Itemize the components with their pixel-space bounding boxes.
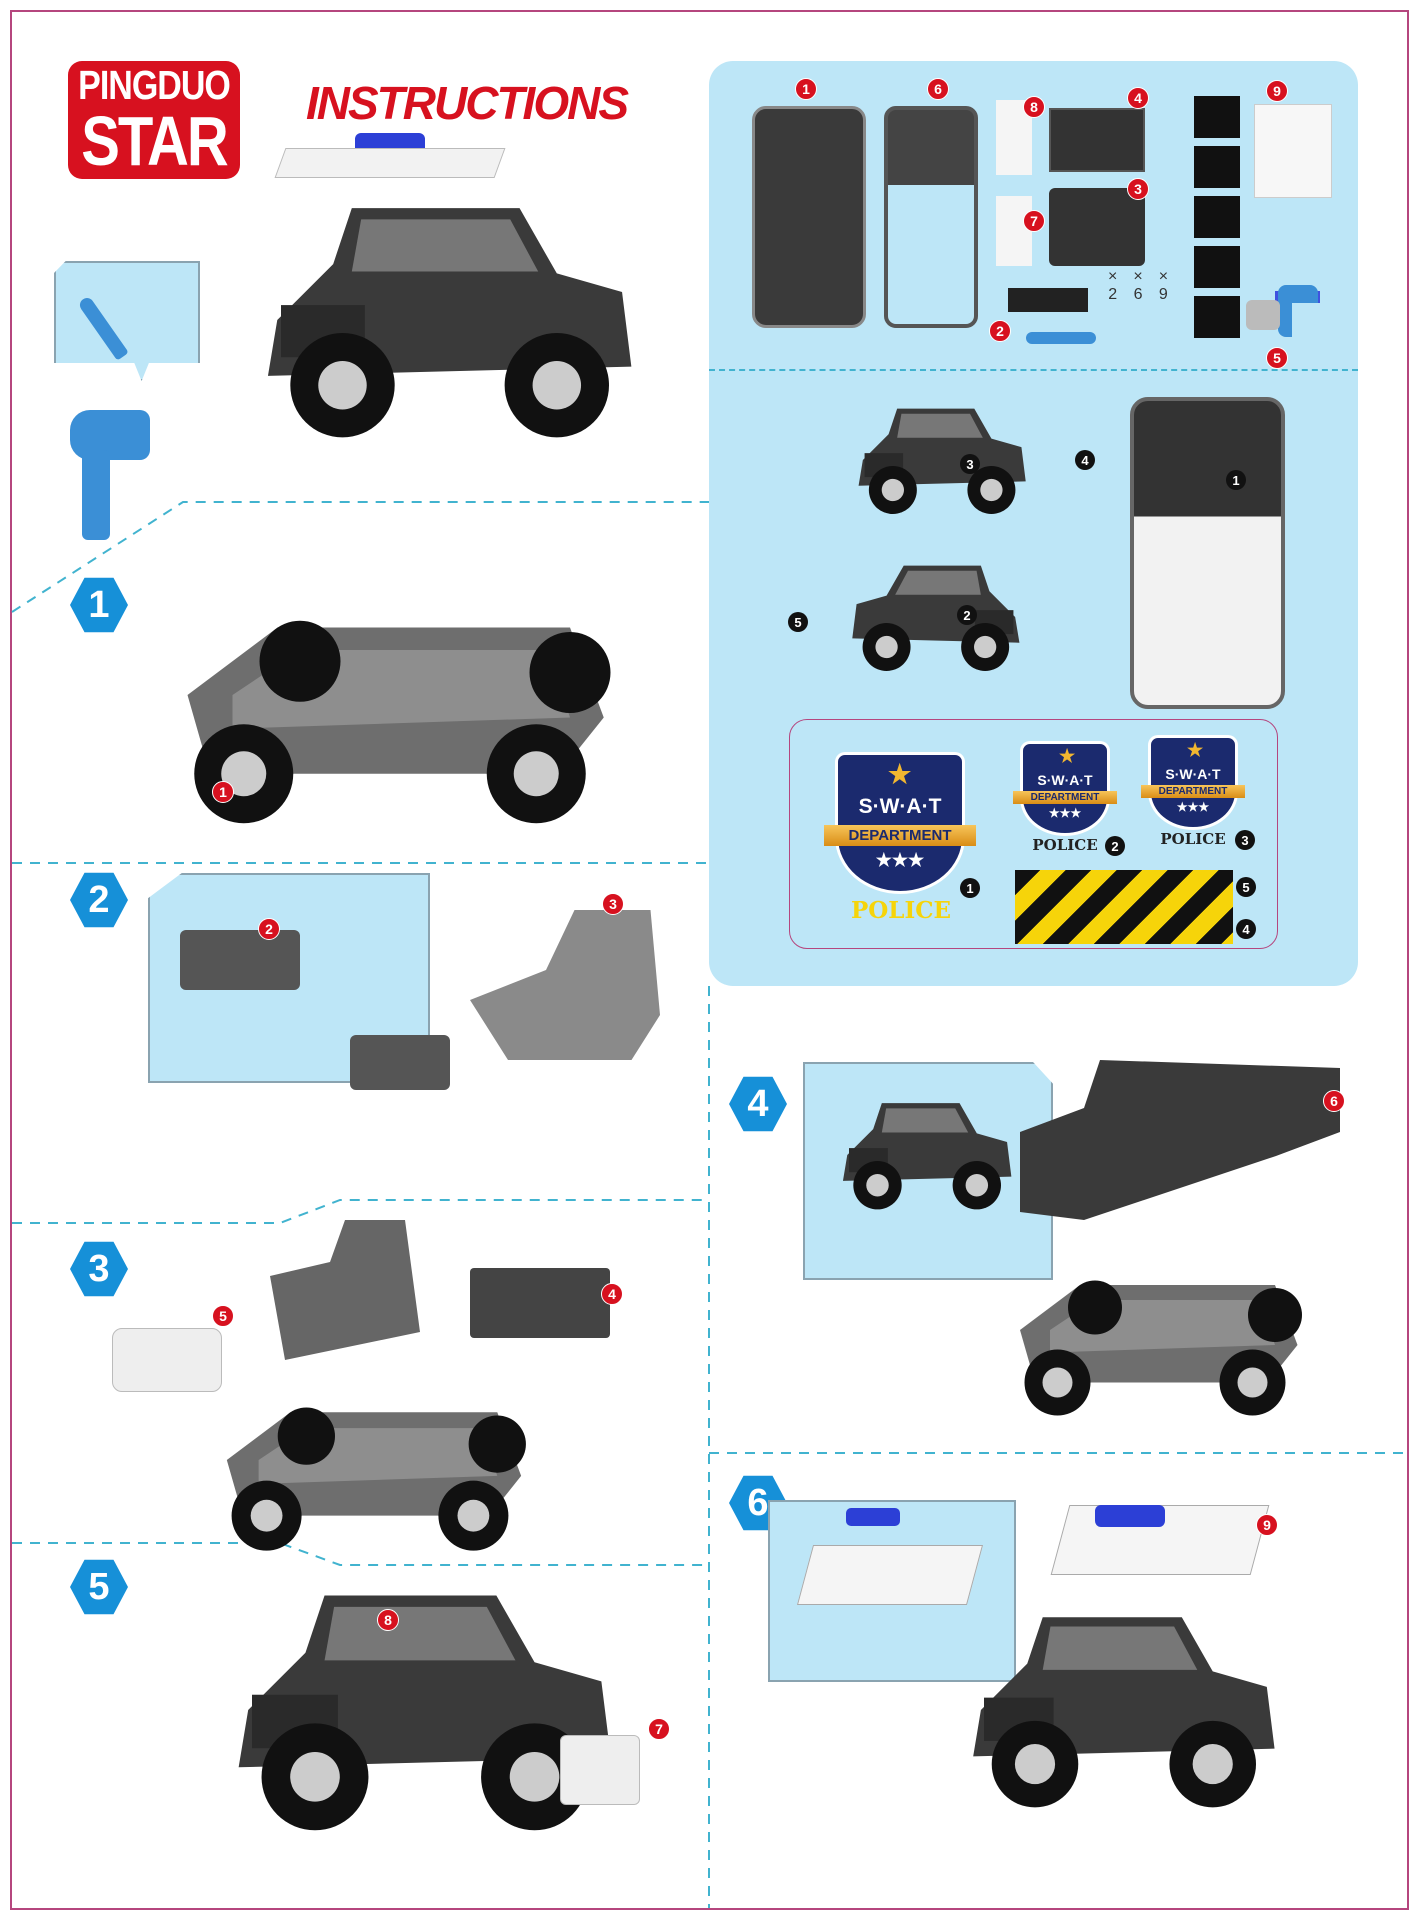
step-5-jeep xyxy=(210,1570,630,1850)
qty-9: ×9 xyxy=(1158,268,1169,303)
panel-divider xyxy=(709,369,1358,371)
step-3-dashboard xyxy=(470,1268,610,1338)
sticker-1-department: DEPARTMENT xyxy=(824,825,976,846)
screw-quantities: ×2 ×6 ×9 xyxy=(1108,268,1168,303)
part-door-7 xyxy=(996,196,1032,266)
qty-2: ×2 xyxy=(1108,268,1118,303)
qty-6: ×6 xyxy=(1133,268,1143,303)
part-bracket xyxy=(1008,288,1088,312)
sticker-2-swat: S·W·A·T xyxy=(1037,772,1093,788)
part-wheels xyxy=(1194,96,1240,342)
step-6-jeep xyxy=(950,1580,1290,1840)
sticker-3-badge: ★ S·W·A·T DEPARTMENT ★★★ xyxy=(1141,735,1245,830)
sticker-1-badge: ★ S·W·A·T DEPARTMENT ★★★ xyxy=(824,752,976,894)
part-number-3: 3 xyxy=(1127,178,1149,200)
step-5-part-7: 7 xyxy=(648,1718,670,1740)
part-number-7: 7 xyxy=(1023,210,1045,232)
preview-label-1: 1 xyxy=(1226,470,1246,490)
sticker-number-2: 2 xyxy=(1105,836,1125,856)
step-2-part-3: 3 xyxy=(602,893,624,915)
step-1-part-1: 1 xyxy=(212,781,234,803)
star-icon: ★ xyxy=(1059,746,1076,766)
tool-callout xyxy=(54,261,200,381)
part-number-5: 5 xyxy=(1266,347,1288,369)
sticker-2-badge: ★ S·W·A·T DEPARTMENT ★★★ xyxy=(1013,741,1117,836)
part-number-9: 9 xyxy=(1266,80,1288,102)
part-drill xyxy=(1278,285,1318,337)
sticker-2-police: POLICE xyxy=(1032,836,1098,854)
sticker-number-1: 1 xyxy=(960,878,980,898)
drill-handle-icon xyxy=(82,450,110,540)
sticker-number-5: 5 xyxy=(1236,877,1256,897)
sticker-3-swat: S·W·A·T xyxy=(1165,766,1221,782)
step-4-callout-jeep xyxy=(830,1090,1020,1220)
part-number-2: 2 xyxy=(989,320,1011,342)
star-icon: ★ xyxy=(888,759,912,789)
part-engine xyxy=(1246,300,1280,330)
stars-icon: ★★★ xyxy=(1176,800,1210,814)
sticker-sheet xyxy=(789,719,1278,949)
part-number-6: 6 xyxy=(927,78,949,100)
stars-icon: ★★★ xyxy=(875,850,925,870)
sticker-3-police: POLICE xyxy=(1160,830,1226,848)
step-2-part-2: 2 xyxy=(258,918,280,940)
part-roof xyxy=(1254,104,1332,198)
part-number-4: 4 xyxy=(1127,87,1149,109)
step-6-light-bar-assembled xyxy=(1095,1505,1165,1527)
part-screwdriver xyxy=(1026,332,1096,344)
preview-label-3: 3 xyxy=(960,454,980,474)
part-number-1: 1 xyxy=(795,78,817,100)
part-seats xyxy=(1049,188,1145,266)
step-3-engine xyxy=(112,1328,222,1392)
part-chassis xyxy=(752,106,866,328)
step-2-bracket xyxy=(180,930,300,990)
preview-jeep-top xyxy=(1130,397,1285,709)
page-title: INSTRUCTIONS xyxy=(306,77,629,129)
step-4-badge: 4 xyxy=(729,1076,787,1132)
part-body-frame xyxy=(884,106,978,328)
stars-icon: ★★★ xyxy=(1048,806,1082,820)
step-4-part-6: 6 xyxy=(1323,1090,1345,1112)
step-3-part-5: 5 xyxy=(212,1305,234,1327)
step-5-part-8: 8 xyxy=(377,1609,399,1631)
sticker-3-department: DEPARTMENT xyxy=(1141,785,1245,798)
step-2-bracket-assembled xyxy=(350,1035,450,1090)
brand-line2: STAR xyxy=(81,102,229,181)
part-dashboard xyxy=(1049,108,1145,172)
page-border xyxy=(10,10,1409,1910)
sticker-1-swat: S·W·A·T xyxy=(858,795,942,818)
step-5-door xyxy=(560,1735,640,1805)
sticker-2-department: DEPARTMENT xyxy=(1013,791,1117,804)
step-3-chassis xyxy=(195,1360,545,1560)
preview-label-2: 2 xyxy=(957,605,977,625)
step-4-chassis xyxy=(990,1230,1320,1430)
sticker-chevron-stripe xyxy=(1015,870,1233,944)
sticker-number-4: 4 xyxy=(1236,919,1256,939)
sticker-1-police: POLICE xyxy=(850,897,952,924)
part-number-8: 8 xyxy=(1023,96,1045,118)
step-3-part-4: 4 xyxy=(601,1283,623,1305)
sticker-number-3: 3 xyxy=(1235,830,1255,850)
preview-label-4: 4 xyxy=(1075,450,1095,470)
star-icon: ★ xyxy=(1187,740,1204,760)
preview-label-5: 5 xyxy=(788,612,808,632)
step-6-light-bar xyxy=(846,1508,900,1526)
brand-logo: PINGDUO STAR xyxy=(68,61,240,179)
step-6-part-9: 9 xyxy=(1256,1514,1278,1536)
brand-line1: PINGDUO xyxy=(78,63,231,109)
